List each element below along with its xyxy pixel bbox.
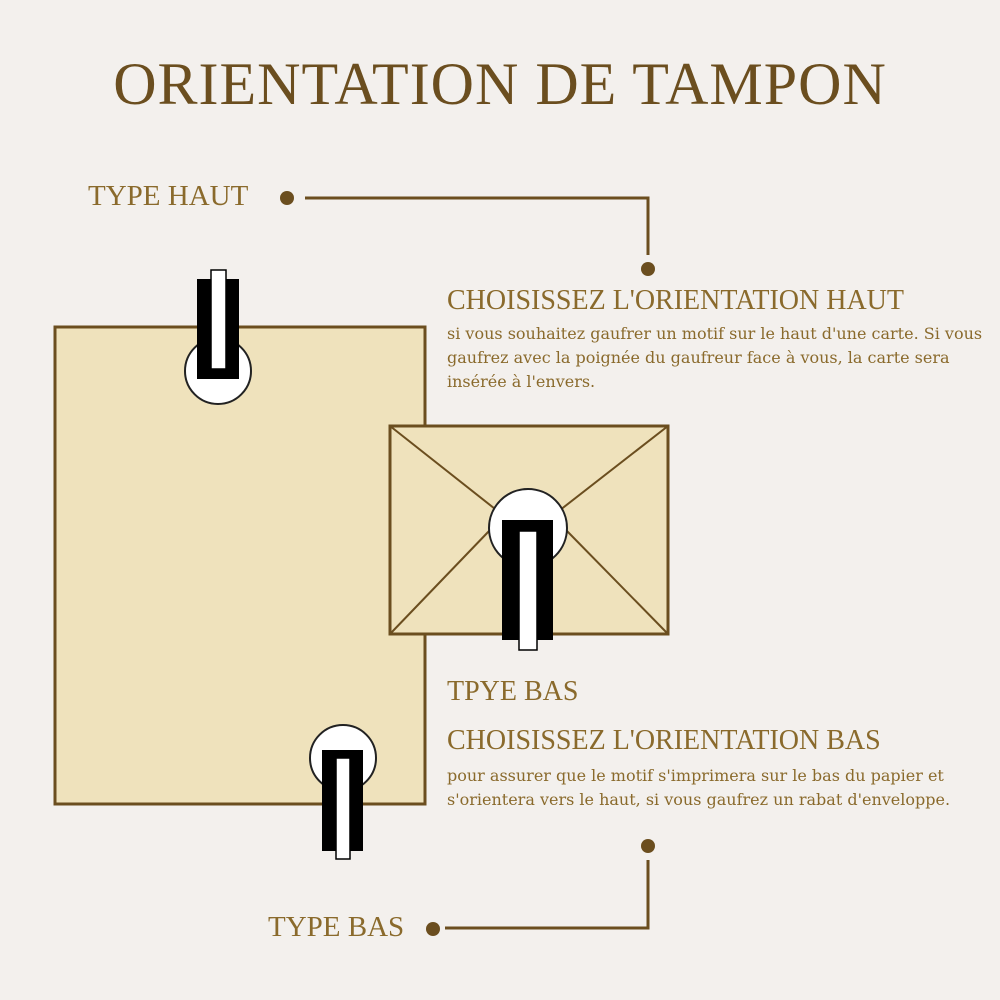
connector-top <box>305 196 650 255</box>
stamp-bottom-icon <box>309 724 377 860</box>
page-title: ORIENTATION DE TAMPON <box>113 51 887 117</box>
stamp-top-icon <box>184 269 252 405</box>
text-bas: pour assurer que le motif s'imprimera su… <box>447 766 951 809</box>
dot <box>641 262 655 276</box>
stamp-envelope-icon <box>488 488 568 651</box>
label-tpye-bas: TPYE BAS <box>447 676 579 707</box>
connector-bottom <box>445 860 650 930</box>
dot <box>426 922 440 936</box>
heading-bas: CHOISISSEZ L'ORIENTATION BAS <box>447 725 881 756</box>
label-type-bas: TYPE BAS <box>268 911 405 943</box>
text-haut: si vous souhaitez gaufrer un motif sur l… <box>447 324 983 391</box>
dot <box>280 191 294 205</box>
dot <box>641 839 655 853</box>
heading-haut: CHOISISSEZ L'ORIENTATION HAUT <box>447 285 904 316</box>
card <box>53 325 427 806</box>
label-type-haut: TYPE HAUT <box>88 180 249 212</box>
